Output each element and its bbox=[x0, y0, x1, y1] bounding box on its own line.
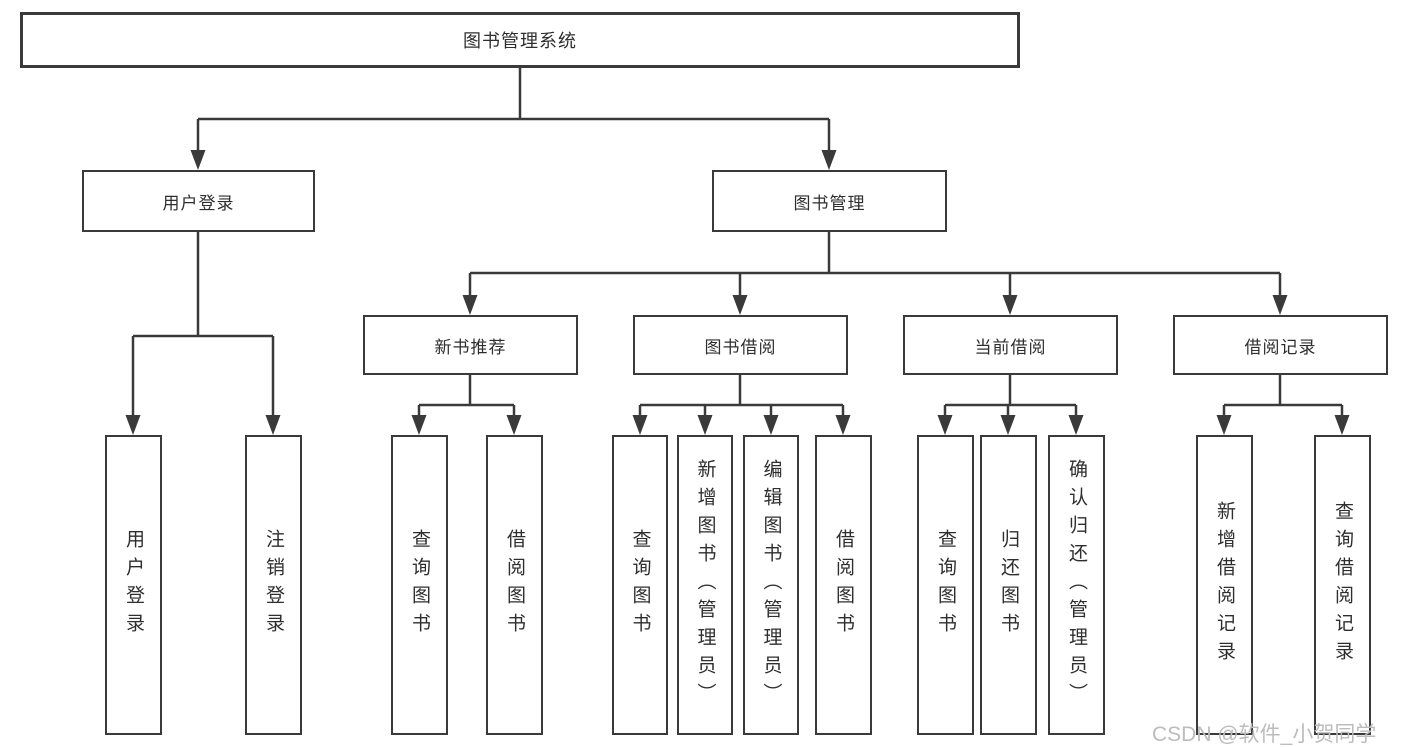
leaf-user-login: 用户登录 bbox=[105, 435, 162, 735]
csdn-watermark: CSDN @软件_小贺同学 bbox=[1152, 723, 1377, 746]
node-current-borrow-label: 当前借阅 bbox=[974, 337, 1047, 357]
node-book-borrow: 图书借阅 bbox=[633, 315, 848, 375]
node-root-label: 图书管理系统 bbox=[463, 31, 577, 51]
node-book-management-label: 图书管理 bbox=[793, 193, 866, 213]
arrowheads bbox=[125, 150, 1350, 435]
node-book-borrow-label: 图书借阅 bbox=[704, 337, 777, 357]
node-user-login: 用户登录 bbox=[82, 170, 315, 232]
leaf-borrow-books-recommend: 借阅图书 bbox=[486, 435, 543, 735]
node-book-management: 图书管理 bbox=[712, 170, 947, 232]
node-current-borrow: 当前借阅 bbox=[903, 315, 1118, 375]
leaf-confirm-return-admin: 确认归还（管理员） bbox=[1048, 435, 1105, 735]
leaf-add-borrow-record: 新增借阅记录 bbox=[1196, 435, 1253, 735]
leaf-query-books-recommend: 查询图书 bbox=[391, 435, 448, 735]
leaf-logout: 注销登录 bbox=[245, 435, 302, 735]
node-user-login-label: 用户登录 bbox=[162, 193, 235, 213]
node-new-book-recommend-label: 新书推荐 bbox=[434, 337, 507, 357]
node-root: 图书管理系统 bbox=[20, 12, 1020, 68]
node-new-book-recommend: 新书推荐 bbox=[363, 315, 578, 375]
leaf-add-book-admin: 新增图书（管理员） bbox=[677, 435, 733, 735]
leaf-query-borrow-record: 查询借阅记录 bbox=[1314, 435, 1371, 735]
leaf-query-books-borrow: 查询图书 bbox=[612, 435, 668, 735]
leaf-borrow-books: 借阅图书 bbox=[815, 435, 872, 735]
leaf-return-book: 归还图书 bbox=[980, 435, 1037, 735]
node-borrow-records-label: 借阅记录 bbox=[1244, 337, 1317, 357]
leaf-edit-book-admin: 编辑图书（管理员） bbox=[743, 435, 799, 735]
leaf-query-books-current: 查询图书 bbox=[917, 435, 974, 735]
node-borrow-records: 借阅记录 bbox=[1173, 315, 1388, 375]
